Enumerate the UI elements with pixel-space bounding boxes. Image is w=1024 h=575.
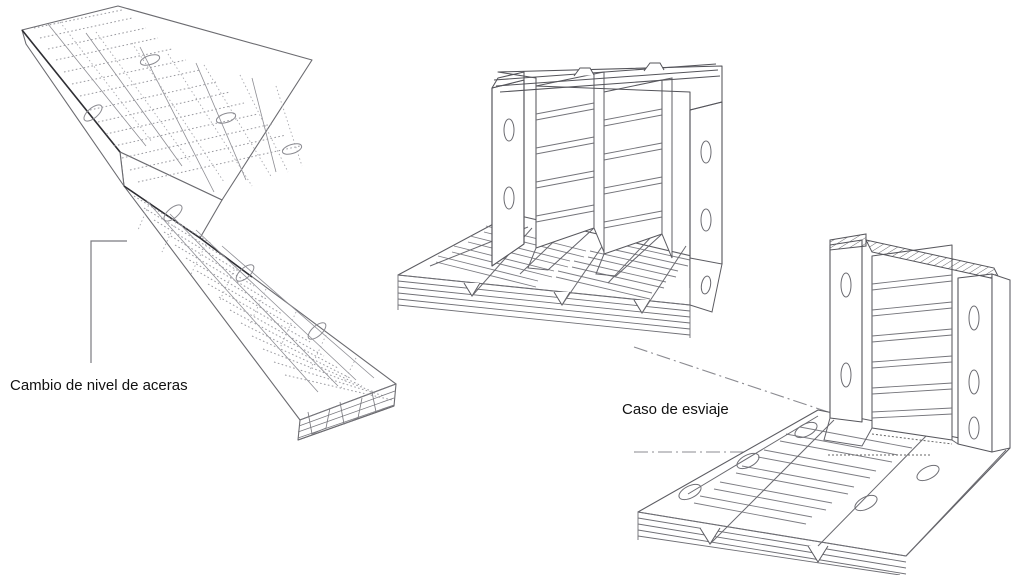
ramp-outline [21, 5, 397, 441]
skew-diagonal-centerline [633, 346, 853, 421]
formwork-top-notches [573, 62, 665, 77]
ramp-end-face-ribs [297, 383, 397, 439]
formwork-panel-feet [527, 227, 663, 277]
skew-base-notches [699, 527, 829, 563]
formwork-panel-rungs [535, 102, 663, 229]
formwork-top-edge [491, 63, 723, 111]
skew-center-panel [871, 244, 953, 441]
skew-base-transverse-ribs [693, 426, 913, 525]
ramp-leader-line [90, 240, 127, 363]
label-cambio-de-nivel-de-aceras: Cambio de nivel de aceras [10, 377, 188, 394]
label-caso-de-esviaje: Caso de esviaje [622, 401, 729, 418]
skew-panel-rungs [871, 274, 953, 419]
ramp-side-slots [83, 54, 327, 340]
ramp-grid-upper [33, 9, 301, 183]
skew-top-hatched-edge [829, 233, 1001, 281]
skew-right-wall-slots [968, 305, 980, 440]
formwork-panel-spacers [593, 71, 673, 259]
ramp-grid-cross-upper [59, 21, 303, 187]
skew-right-wall [957, 273, 993, 453]
skew-base-ribs [637, 511, 907, 575]
skew-left-wall [829, 239, 863, 423]
figure-skew-formwork [633, 233, 1011, 575]
formwork-right-wall-slots [700, 140, 712, 232]
ramp-upper-rails [47, 23, 277, 193]
skew-base-slots [678, 421, 940, 512]
ramp-left-edge [21, 29, 121, 153]
skew-left-wall-slots [840, 272, 852, 388]
skew-return-wall [991, 273, 1011, 453]
skew-panel-feet [823, 417, 959, 447]
figure-l-shaped-formwork [397, 62, 723, 338]
figure-ramp-level-change [21, 5, 397, 441]
skew-panel-perforation [828, 433, 953, 456]
skew-base-channels [687, 415, 1007, 557]
formwork-left-wall-slots [503, 118, 515, 210]
formwork-right-skirt [689, 257, 723, 313]
ramp-grid-lower [133, 195, 393, 401]
formwork-left-wall [491, 79, 525, 267]
ramp-grid-cross-lower [137, 201, 357, 391]
